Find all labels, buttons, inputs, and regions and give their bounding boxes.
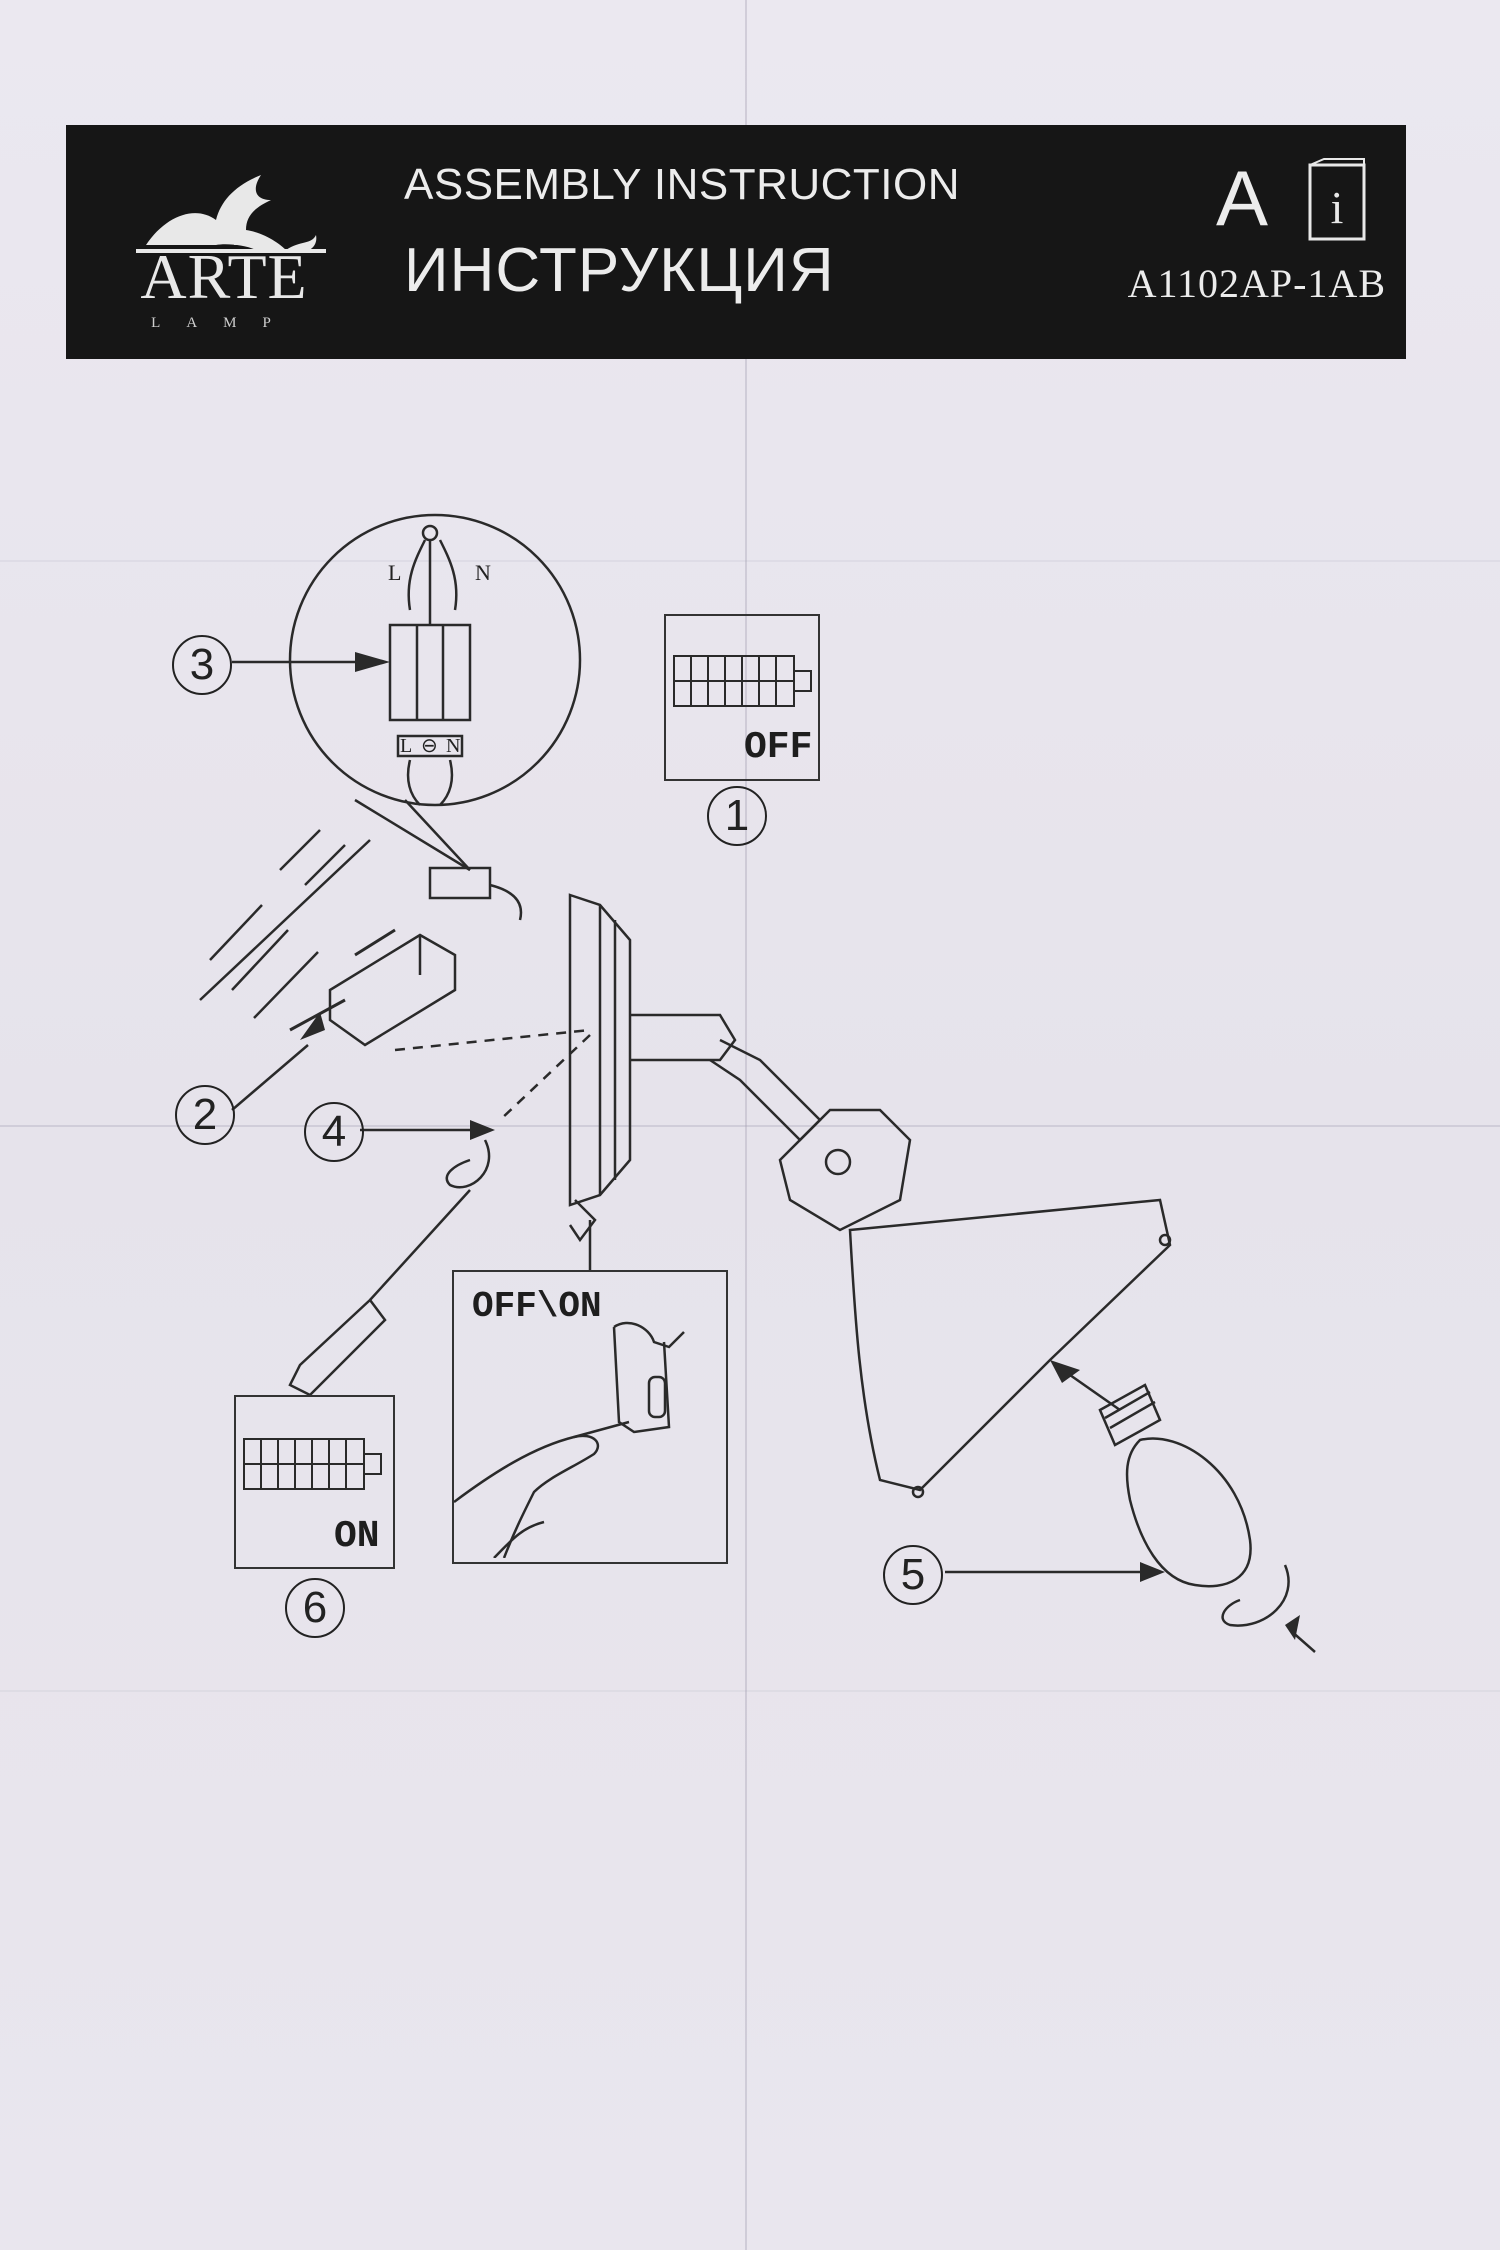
step-2-marker: 2 — [175, 1085, 235, 1145]
finger-switch-illustration — [454, 1321, 685, 1558]
wall-line — [199, 839, 371, 1001]
step-5-marker: 5 — [883, 1545, 943, 1605]
fold-line-horizontal-upper — [0, 560, 1500, 562]
rotation-arrow-screw — [445, 1139, 491, 1189]
switch-panel: OFF\ON — [452, 1270, 728, 1564]
screwdriver-shaft — [369, 1189, 471, 1301]
breaker-off-label: OFF — [744, 726, 813, 769]
terminal-label-live: L — [388, 560, 401, 585]
terminal-base-ground: ⊖ — [421, 735, 438, 757]
light-bulb — [1125, 1437, 1252, 1588]
breaker-on-label: ON — [334, 1515, 380, 1558]
terminal-label-neutral: N — [475, 560, 491, 585]
terminal-base-neutral: N — [446, 735, 460, 757]
mounting-bracket — [328, 933, 457, 1047]
fold-line-vertical — [745, 0, 747, 2250]
griffin-logo-icon — [136, 175, 326, 253]
dashed-guide-2 — [499, 1034, 591, 1121]
breaker-on-panel: ON — [234, 1395, 395, 1569]
step-1-marker: 1 — [707, 786, 767, 846]
dashed-guide-1 — [394, 1028, 591, 1052]
brand-name: ARTE — [140, 241, 308, 312]
lamp-shade — [848, 1198, 1172, 1492]
fold-line-horizontal — [0, 1125, 1500, 1127]
terminal-base-live: L — [400, 735, 412, 757]
terminal-magnifier-circle — [288, 513, 582, 807]
info-glyph: i — [1331, 182, 1344, 233]
breaker-switches-icon — [673, 655, 812, 707]
bulb-base — [1098, 1383, 1162, 1447]
lamp-arm — [630, 1013, 737, 1062]
header-banner: ARTE LAMP ASSEMBLY INSTRUCTION ИНСТРУКЦИ… — [66, 125, 1406, 359]
terminal-block-zoom — [388, 623, 472, 722]
fold-line-horizontal-lower — [0, 1690, 1500, 1692]
leader-step-2 — [231, 1044, 309, 1111]
breaker-off-panel: OFF — [664, 614, 820, 781]
screwdriver-handle — [288, 1298, 387, 1397]
info-book-icon: i — [1308, 158, 1366, 241]
step-4-marker: 4 — [304, 1102, 364, 1162]
title-english: ASSEMBLY INSTRUCTION — [404, 160, 961, 209]
leader-bulb — [1069, 1373, 1121, 1412]
step-3-marker: 3 — [172, 635, 232, 695]
brand-sub: LAMP — [151, 315, 297, 331]
magnifier-pointer-2 — [354, 798, 471, 872]
model-number: A1102AP-1AB — [1127, 261, 1386, 306]
switch-off-on-label: OFF\ON — [472, 1286, 602, 1327]
title-russian: ИНСТРУКЦИЯ — [404, 236, 835, 305]
magnifier-pointer — [404, 799, 471, 871]
terminal-block-small — [428, 866, 492, 900]
lamp-socket — [778, 1108, 912, 1232]
step-6-marker: 6 — [285, 1578, 345, 1638]
language-badge: A — [1216, 154, 1269, 242]
breaker-switches-icon-on — [243, 1438, 382, 1490]
rotation-arrow-bulb — [1221, 1564, 1290, 1627]
terminal-base — [396, 734, 464, 758]
